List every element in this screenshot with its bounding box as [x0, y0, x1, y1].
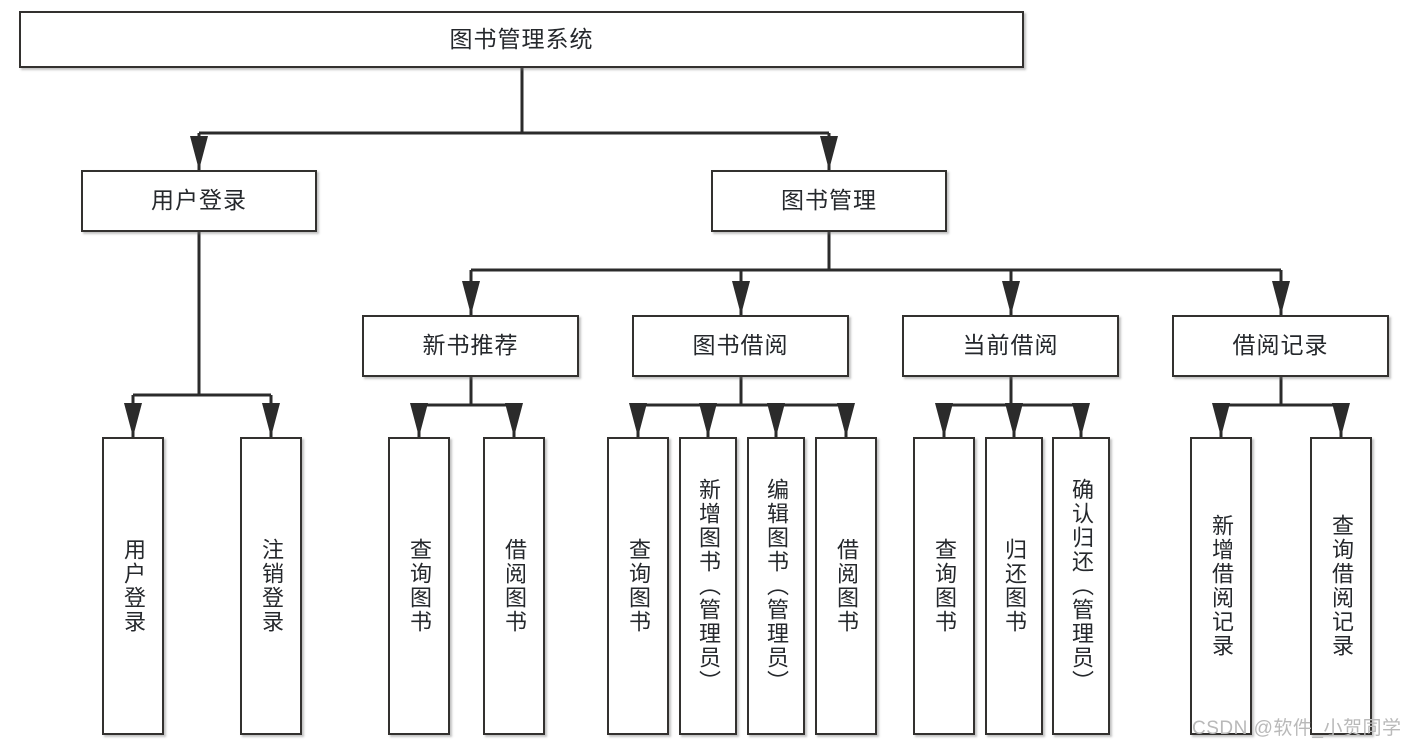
node-leaf-query-book-3[interactable]: 查询图书 — [913, 437, 975, 735]
node-leaf-borrow-book-2[interactable]: 借阅图书 — [815, 437, 877, 735]
node-leaf-query-book-2[interactable]: 查询图书 — [607, 437, 669, 735]
book-manage-to-level2-arrowhead-book-borrow — [732, 281, 750, 315]
node-label-leaf-add-record: 新增借阅记录 — [1208, 514, 1234, 658]
node-leaf-query-record[interactable]: 查询借阅记录 — [1310, 437, 1372, 735]
current-borrow-to-leaves-arrowhead-leaf-query-book-3 — [935, 403, 953, 437]
book-borrow-to-leaves-arrowhead-leaf-borrow-book-2 — [837, 403, 855, 437]
node-label-root: 图书管理系统 — [449, 25, 594, 52]
node-label-book-borrow: 图书借阅 — [692, 332, 789, 359]
book-borrow-to-leaves-arrowhead-leaf-query-book-2 — [629, 403, 647, 437]
node-label-leaf-borrow-book-2: 借阅图书 — [833, 538, 859, 634]
book-manage-to-level2-arrowhead-new-book-recommend — [462, 281, 480, 315]
node-leaf-edit-book[interactable]: 编辑图书（管理员） — [747, 437, 805, 735]
book-borrow-to-leaves-arrowhead-leaf-add-book — [699, 403, 717, 437]
node-label-new-book-recommend: 新书推荐 — [422, 332, 519, 359]
node-label-leaf-query-book-1: 查询图书 — [406, 538, 432, 634]
node-label-user-login: 用户登录 — [151, 187, 247, 214]
book-borrow-to-leaves-arrowhead-leaf-edit-book — [767, 403, 785, 437]
current-borrow-to-leaves-arrowhead-leaf-return-book — [1005, 403, 1023, 437]
node-root[interactable]: 图书管理系统 — [19, 11, 1024, 68]
node-leaf-user-login[interactable]: 用户登录 — [102, 437, 164, 735]
node-user-login[interactable]: 用户登录 — [81, 170, 317, 232]
node-leaf-return-book[interactable]: 归还图书 — [985, 437, 1043, 735]
borrow-record-to-leaves-arrowhead-leaf-add-record — [1212, 403, 1230, 437]
current-borrow-to-leaves-arrowhead-leaf-confirm-return — [1072, 403, 1090, 437]
book-manage-to-level2-arrowhead-current-borrow — [1002, 281, 1020, 315]
node-label-leaf-add-book: 新增图书（管理员） — [695, 478, 721, 694]
node-label-leaf-edit-book: 编辑图书（管理员） — [763, 478, 789, 694]
node-leaf-query-book-1[interactable]: 查询图书 — [388, 437, 450, 735]
node-borrow-record[interactable]: 借阅记录 — [1172, 315, 1389, 377]
node-leaf-borrow-book-1[interactable]: 借阅图书 — [483, 437, 545, 735]
node-leaf-confirm-return[interactable]: 确认归还（管理员） — [1052, 437, 1110, 735]
csdn-watermark: CSDN @软件_小贺同学 — [1192, 718, 1402, 739]
new-book-recommend-to-leaves-arrowhead-leaf-query-book-1 — [410, 403, 428, 437]
node-label-leaf-logout: 注销登录 — [258, 538, 284, 634]
node-new-book-recommend[interactable]: 新书推荐 — [362, 315, 579, 377]
node-book-borrow[interactable]: 图书借阅 — [632, 315, 849, 377]
node-label-leaf-query-record: 查询借阅记录 — [1328, 514, 1354, 658]
node-label-book-manage: 图书管理 — [781, 187, 877, 214]
node-label-borrow-record: 借阅记录 — [1232, 332, 1329, 359]
node-current-borrow[interactable]: 当前借阅 — [902, 315, 1119, 377]
node-label-leaf-query-book-2: 查询图书 — [625, 538, 651, 634]
node-label-current-borrow: 当前借阅 — [962, 332, 1059, 359]
node-label-leaf-borrow-book-1: 借阅图书 — [501, 538, 527, 634]
node-leaf-add-book[interactable]: 新增图书（管理员） — [679, 437, 737, 735]
borrow-record-to-leaves-arrowhead-leaf-query-record — [1332, 403, 1350, 437]
node-label-leaf-return-book: 归还图书 — [1001, 538, 1027, 634]
user-login-to-leaves-arrowhead-leaf-logout — [262, 403, 280, 437]
node-label-leaf-user-login: 用户登录 — [120, 538, 146, 634]
root-to-level1-arrowhead-book-manage — [820, 136, 838, 170]
node-leaf-add-record[interactable]: 新增借阅记录 — [1190, 437, 1252, 735]
node-label-leaf-query-book-3: 查询图书 — [931, 538, 957, 634]
user-login-to-leaves-arrowhead-leaf-user-login — [124, 403, 142, 437]
node-label-leaf-confirm-return: 确认归还（管理员） — [1068, 478, 1094, 694]
root-to-level1-arrowhead-user-login — [190, 136, 208, 170]
new-book-recommend-to-leaves-arrowhead-leaf-borrow-book-1 — [505, 403, 523, 437]
node-book-manage[interactable]: 图书管理 — [711, 170, 947, 232]
node-leaf-logout[interactable]: 注销登录 — [240, 437, 302, 735]
book-manage-to-level2-arrowhead-borrow-record — [1272, 281, 1290, 315]
